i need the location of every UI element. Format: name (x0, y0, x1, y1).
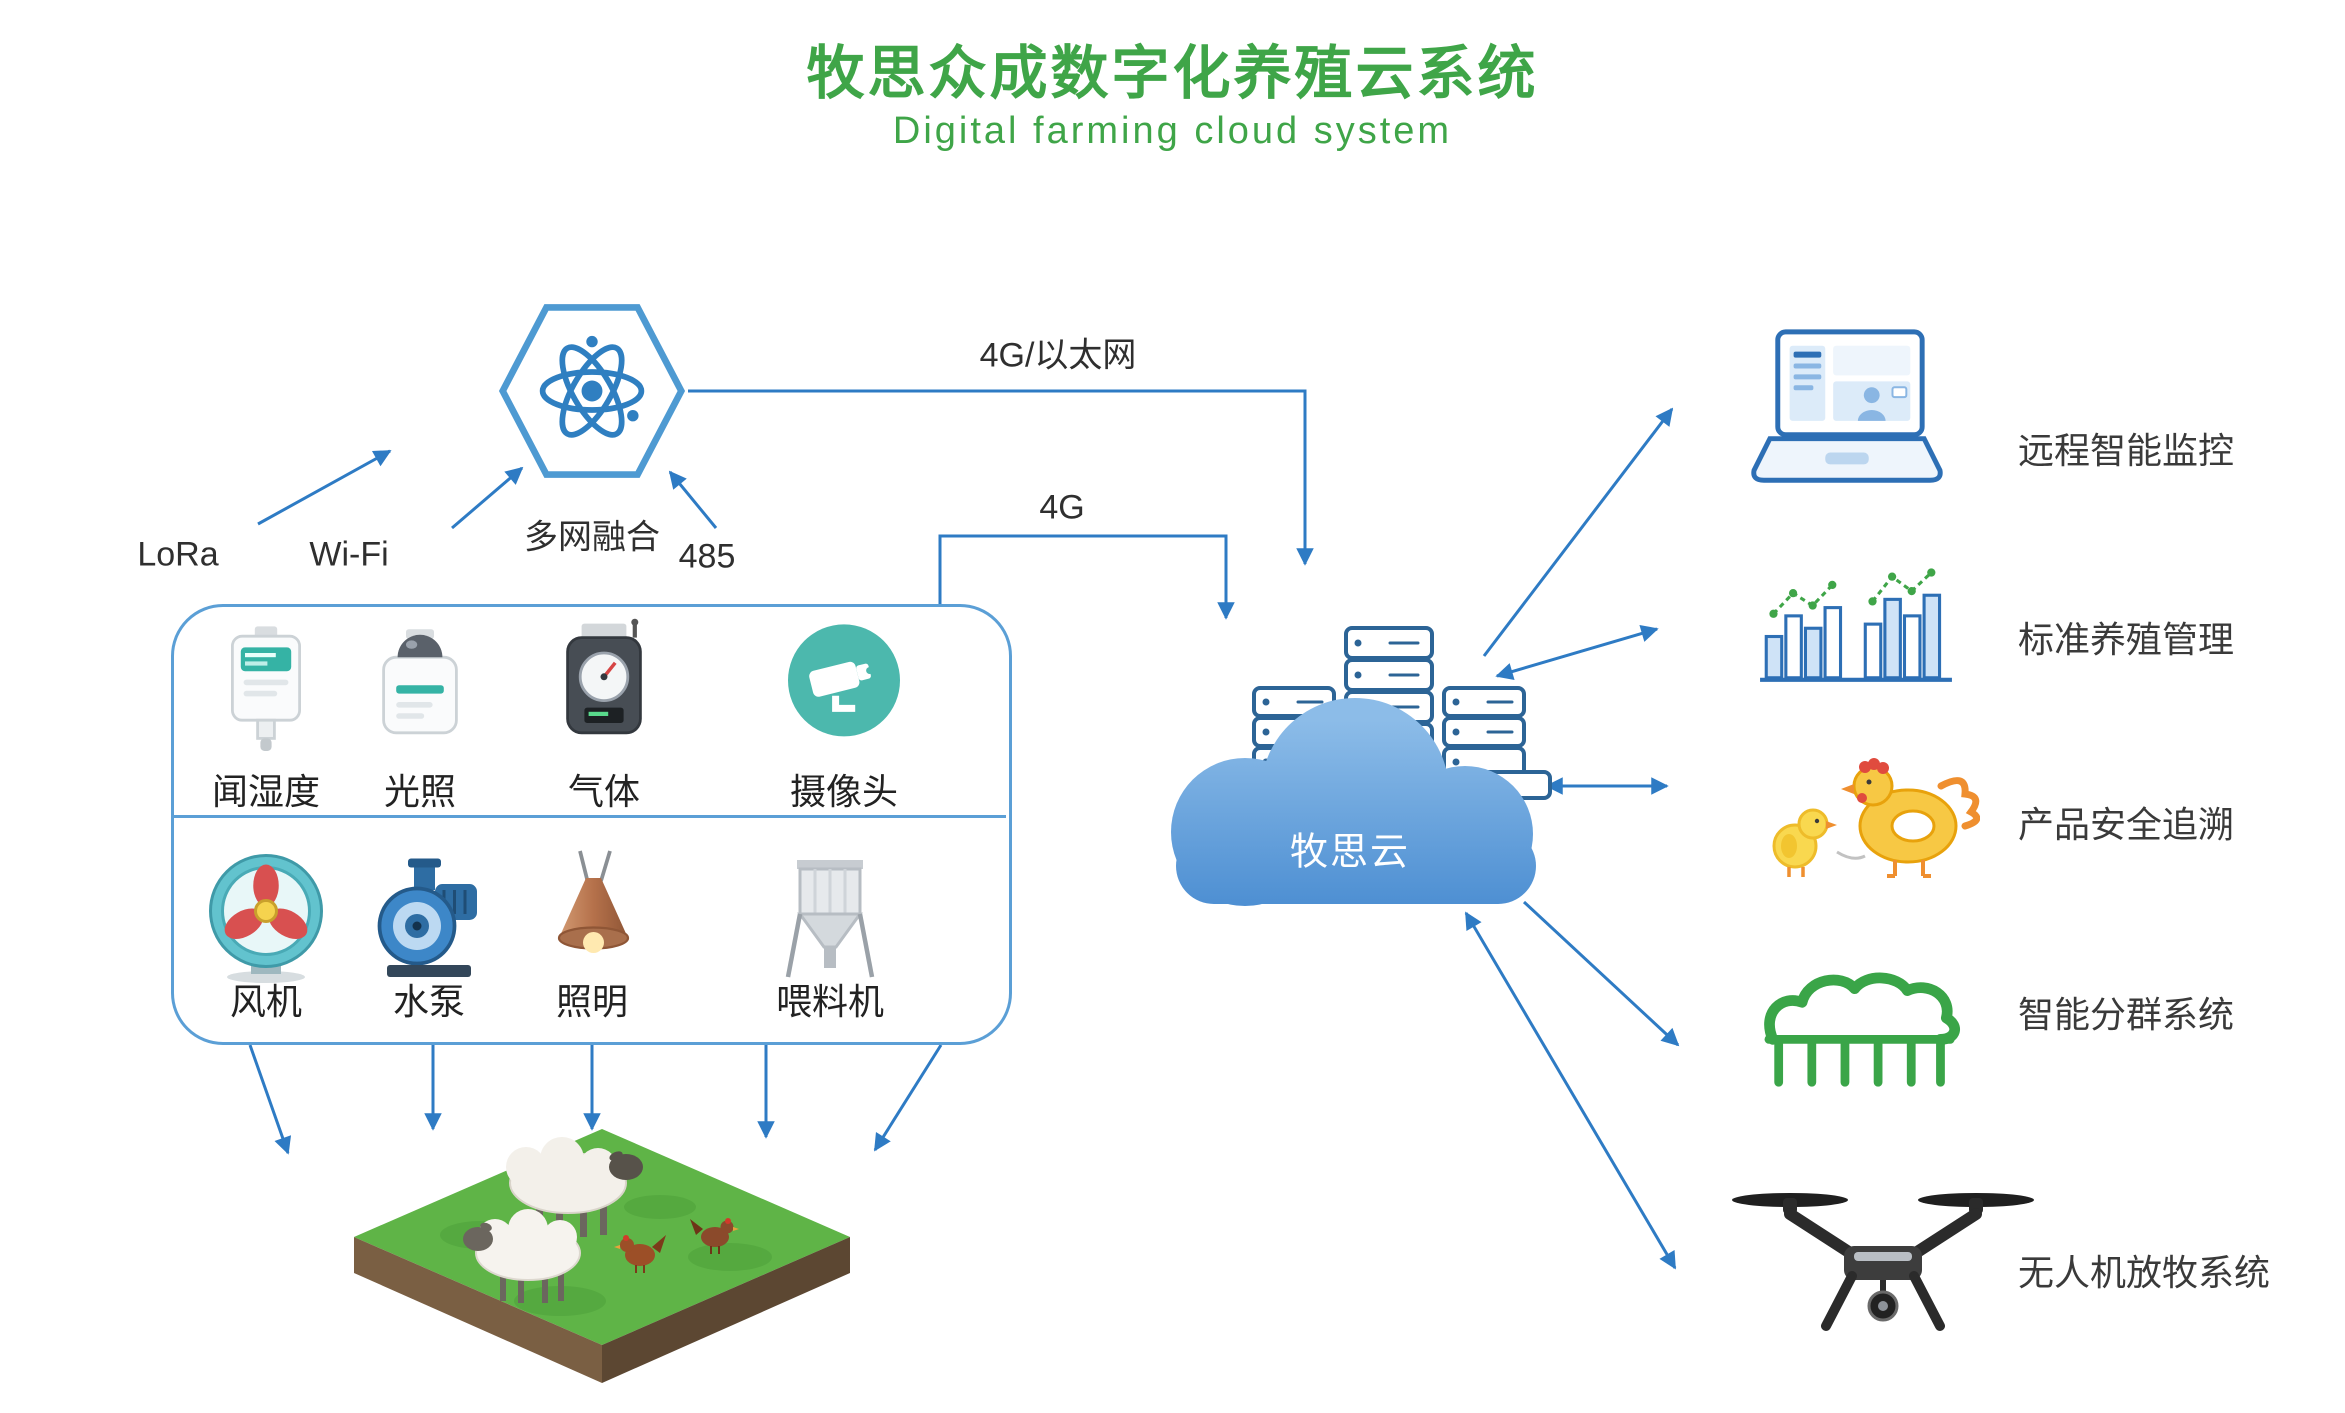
feature-monitoring (1748, 322, 1946, 505)
link-label-4g-ethernet: 4G/以太网 (979, 336, 1137, 375)
feature-label-monitoring: 远程智能监控 (2018, 430, 2235, 471)
temp-humidity-sensor-icon (231, 626, 301, 751)
page-title: 牧思众成数字化养殖云系统 (806, 41, 1539, 106)
feature-label-management: 标准养殖管理 (2018, 619, 2235, 660)
feature-management (1758, 556, 1954, 689)
page-subtitle: Digital farming cloud system (892, 110, 1453, 152)
lighting-device (517, 842, 667, 997)
link-label-4g: 4G (1039, 488, 1085, 527)
feeder-device (755, 842, 905, 997)
protocol-label-lora: LoRa (137, 535, 219, 574)
pen-fence-icon (1764, 972, 1960, 1087)
farm-plot-icon (354, 1129, 850, 1383)
arrow-box-to-farm-1 (248, 1044, 292, 1155)
poultry-icon (1772, 758, 1981, 878)
camera-sensor (774, 616, 914, 761)
atom-hexagon-icon (498, 304, 686, 478)
gas-sensor-icon (566, 618, 642, 735)
arrow-cloud-to-monitoring (1482, 407, 1674, 657)
cloud-server-group (1150, 600, 1570, 925)
feature-drone (1728, 1174, 2038, 1364)
actuator-label-pump: 水泵 (392, 981, 466, 1022)
drone-icon (1732, 1193, 2034, 1331)
sensor-label-light: 光照 (383, 771, 457, 812)
gas-sensor (534, 618, 674, 763)
sensor-label-camera: 摄像头 (789, 771, 899, 812)
chicken-2 (690, 1218, 739, 1254)
camera-icon (788, 624, 900, 737)
light-sensor-icon (382, 629, 458, 735)
multi-network-hub (497, 296, 687, 491)
farm-plot (330, 1115, 875, 1413)
light-sensor (350, 618, 490, 763)
cloud-label: 牧思云 (1289, 831, 1411, 874)
bar-chart-icon (1760, 568, 1952, 682)
sensor-label-temp-humidity: 闻湿度 (211, 771, 321, 812)
sensor-label-gas: 气体 (567, 771, 641, 812)
chicken-1 (614, 1235, 666, 1273)
fan-icon (209, 854, 323, 983)
feature-grouping (1755, 938, 1970, 1097)
sheep-back (506, 1137, 643, 1237)
device-gateway-box (171, 604, 1012, 1045)
monitor-icon (1751, 329, 1943, 483)
feature-label-grouping: 智能分群系统 (2018, 994, 2235, 1035)
lighting-icon (557, 850, 630, 953)
fan-device (191, 842, 341, 997)
arrow-cloud-to-management (1495, 625, 1659, 680)
arrow-gateway-to-cloud-4g (938, 534, 1235, 620)
arrow-cloud-to-drone (1464, 911, 1677, 1270)
arrow-box-to-farm-5 (873, 1044, 943, 1152)
water-pump-device (354, 842, 504, 997)
water-pump-icon (377, 858, 477, 977)
hub-label: 多网融合 (524, 518, 660, 557)
feeder-icon (785, 860, 875, 978)
protocol-label-485: 485 (678, 537, 736, 576)
arrow-lora-to-hub (257, 449, 392, 526)
arrow-hub-to-server-4g-ethernet (688, 389, 1314, 566)
actuator-label-lighting: 照明 (555, 981, 629, 1022)
cloud-server-icon (1171, 626, 1552, 906)
feature-label-traceability: 产品安全追溯 (2018, 804, 2235, 845)
sheep-front (463, 1209, 581, 1303)
actuator-label-fan: 风机 (229, 981, 303, 1022)
protocol-label-wifi: Wi-Fi (309, 535, 389, 574)
feature-traceability (1745, 726, 1981, 891)
feature-label-drone: 无人机放牧系统 (2018, 1252, 2271, 1293)
arrow-wifi-to-hub (451, 466, 524, 530)
temp-humidity-sensor (196, 618, 336, 763)
gateway-box-divider (171, 815, 1006, 818)
actuator-label-feeder: 喂料机 (775, 981, 885, 1022)
arrow-485-to-hub (668, 470, 718, 529)
